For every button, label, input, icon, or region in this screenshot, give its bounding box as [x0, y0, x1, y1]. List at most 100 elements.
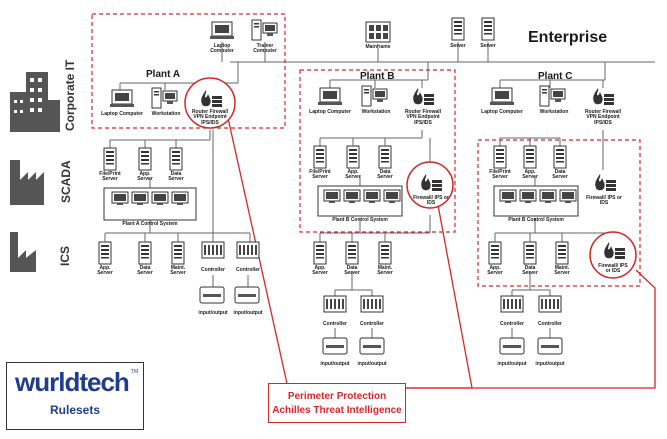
level-label-corporate: Corporate IT — [63, 59, 77, 131]
device-label: Workstation — [151, 111, 181, 117]
device-label: Data Server — [137, 265, 153, 277]
controller-icon[interactable] — [201, 241, 225, 259]
controller-icon[interactable] — [360, 295, 384, 313]
firewall-icon[interactable] — [593, 88, 614, 105]
control-system-label: Plant A Control System — [122, 221, 178, 227]
control-system-label: Plant B Control System — [332, 217, 388, 223]
control-system-icon[interactable] — [493, 185, 579, 217]
device-label: Controller — [360, 321, 384, 327]
workstation-icon[interactable] — [361, 85, 388, 107]
laptop-icon[interactable] — [209, 21, 235, 40]
server-icon[interactable] — [313, 241, 327, 265]
laptop-icon[interactable] — [489, 87, 515, 106]
device-label: Controller — [500, 321, 524, 327]
device-label: input/output — [357, 361, 387, 367]
device-label: Firewall/ IPS or IDS — [598, 263, 628, 275]
device-label: Maint. Server — [170, 265, 186, 277]
firewall-icon[interactable] — [595, 174, 616, 191]
device-label: input/output — [320, 361, 350, 367]
device-label: Router Firewall VPN Endpoint IPS/IDS — [191, 109, 229, 126]
device-label: File/Print Server — [309, 169, 331, 181]
laptop-icon[interactable] — [317, 87, 343, 106]
logo-subtitle: Rulesets — [49, 403, 101, 417]
device-label: Laptop Computer — [101, 111, 143, 117]
server-icon[interactable] — [553, 145, 567, 169]
server-icon[interactable] — [378, 241, 392, 265]
device-label: Firewall/ IPS or IDS — [586, 195, 622, 207]
io-module-icon[interactable] — [322, 337, 348, 355]
plant-title: Plant A — [146, 69, 181, 80]
workstation-icon[interactable] — [539, 85, 566, 107]
workstation-icon[interactable] — [251, 19, 278, 41]
server-icon[interactable] — [451, 17, 465, 41]
device-label: input/output — [198, 310, 228, 316]
server-icon[interactable] — [138, 147, 152, 171]
device-label: Server — [480, 43, 496, 49]
control-system-icon[interactable] — [317, 185, 403, 217]
laptop-icon[interactable] — [109, 89, 135, 108]
server-icon[interactable] — [481, 17, 495, 41]
server-icon[interactable] — [555, 241, 569, 265]
device-label: Router Firewall VPN Endpoint IPS/IDS — [584, 109, 622, 126]
workstation-icon[interactable] — [151, 87, 178, 109]
device-label: Data Server — [522, 265, 538, 277]
io-module-icon[interactable] — [499, 337, 525, 355]
device-label: Data Server — [552, 169, 568, 181]
device-label: App. Server — [487, 265, 503, 277]
io-module-icon[interactable] — [234, 286, 260, 304]
server-icon[interactable] — [138, 241, 152, 265]
io-module-icon[interactable] — [359, 337, 385, 355]
server-icon[interactable] — [523, 241, 537, 265]
server-icon[interactable] — [345, 241, 359, 265]
security-zones — [91, 13, 641, 287]
perimeter-callout: Perimeter Protection Achilles Threat Int… — [268, 383, 406, 423]
device-label: Workstation — [361, 109, 391, 115]
controller-icon[interactable] — [538, 295, 562, 313]
network-links — [104, 42, 655, 338]
device-label: Laptop Computer — [210, 43, 234, 55]
io-module-icon[interactable] — [537, 337, 563, 355]
plant-title: Plant C — [538, 71, 573, 82]
device-label: Trainer Computer — [253, 43, 277, 55]
zone-plant-b — [299, 69, 456, 233]
level-icons — [10, 72, 60, 272]
controller-icon[interactable] — [500, 295, 524, 313]
server-icon[interactable] — [346, 145, 360, 169]
mainframe-icon[interactable] — [365, 21, 391, 43]
control-system-icon[interactable] — [103, 187, 197, 221]
device-label: Laptop Computer — [309, 109, 351, 115]
server-icon[interactable] — [98, 241, 112, 265]
callout-line-1: Perimeter Protection — [287, 391, 387, 402]
device-label: Data Server — [344, 265, 360, 277]
device-label: Data Server — [377, 169, 393, 181]
server-icon[interactable] — [488, 241, 502, 265]
server-icon[interactable] — [169, 147, 183, 171]
plant-title: Plant B — [360, 71, 395, 82]
firewall-icon[interactable] — [413, 88, 434, 105]
device-label: input/output — [535, 361, 565, 367]
factory-icon — [10, 160, 44, 205]
io-module-icon[interactable] — [199, 286, 225, 304]
server-icon[interactable] — [313, 145, 327, 169]
server-icon[interactable] — [171, 241, 185, 265]
enterprise-title: Enterprise — [528, 29, 608, 46]
device-label: File/Print Server — [99, 171, 121, 183]
controller-icon[interactable] — [236, 241, 260, 259]
device-label: Controller — [538, 321, 562, 327]
device-label: Server — [450, 43, 466, 49]
device-label: Mainframe — [365, 44, 391, 50]
server-icon[interactable] — [103, 147, 117, 171]
device-label: App. Server — [345, 169, 361, 181]
logo-trademark: TM — [131, 369, 139, 375]
level-label-scada: SCADA — [59, 160, 73, 203]
server-icon[interactable] — [523, 145, 537, 169]
server-icon[interactable] — [378, 145, 392, 169]
device-label: Controller — [323, 321, 347, 327]
device-label: App. Server — [137, 171, 153, 183]
server-icon[interactable] — [493, 145, 507, 169]
device-label: Laptop Computer — [481, 109, 523, 115]
controller-icon[interactable] — [323, 295, 347, 313]
office-building-icon — [10, 72, 60, 132]
